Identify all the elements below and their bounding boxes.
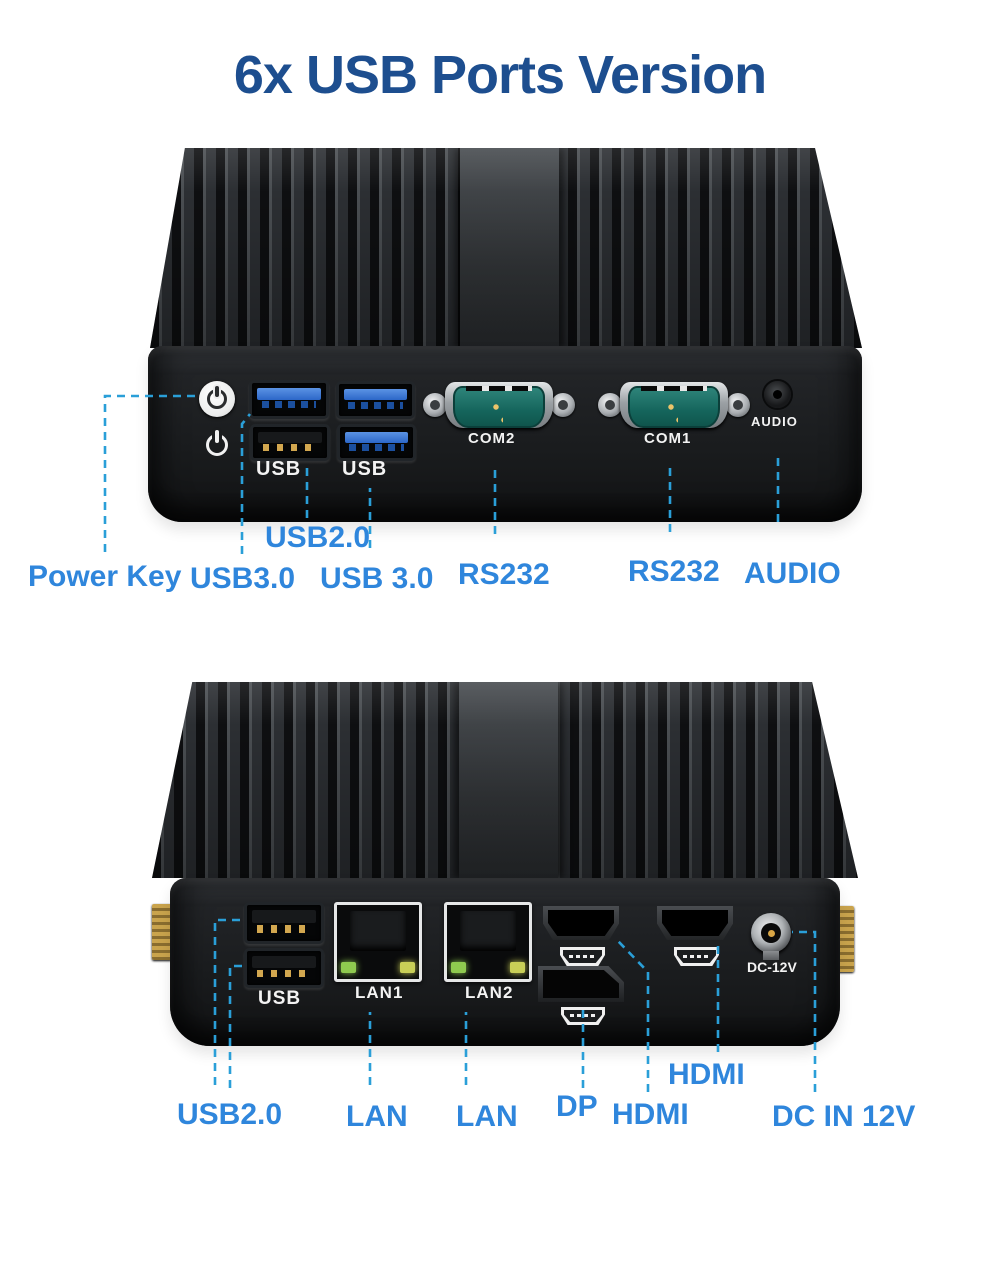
dsub-body (453, 386, 545, 428)
dc-jack-stem (763, 951, 779, 960)
power-button (199, 381, 235, 417)
com2-serial-port (423, 380, 575, 430)
screw-icon (598, 393, 622, 417)
usb2-port-front (250, 424, 330, 461)
callout-label-usb30-left: USB3.0 (190, 562, 296, 595)
callout-label-audio: AUDIO (744, 557, 841, 590)
printed-usb-right: USB (342, 458, 388, 480)
hdmi-icon (560, 947, 605, 966)
callout-label-dp: DP (556, 1090, 598, 1123)
usb-tongue (345, 431, 408, 443)
heatsink-center-bar (459, 148, 560, 348)
dsub-body (628, 386, 720, 428)
printed-lan1: LAN1 (355, 983, 404, 1002)
printed-com1: COM1 (644, 430, 692, 447)
screw-icon (551, 393, 575, 417)
pin-row (501, 417, 503, 423)
page-title: 6x USB Ports Version (233, 45, 767, 105)
callout-label-power-key: Power Key (28, 560, 182, 593)
usb3-port-front-3 (337, 424, 416, 461)
usb-pins (348, 401, 403, 409)
heatsink-top (150, 148, 862, 348)
callout-label-lan1: LAN (346, 1100, 408, 1133)
hdmi-port-1 (543, 906, 619, 940)
rj45-plug (350, 910, 406, 951)
audio-jack (764, 381, 791, 408)
printed-com2: COM2 (468, 430, 516, 447)
power-symbol-icon (201, 429, 233, 461)
callout-label-rs232-left: RS232 (458, 558, 550, 591)
usb-tongue (252, 910, 316, 924)
printed-dc-12v: DC-12V (747, 959, 797, 975)
lan-led-green (341, 962, 357, 974)
printed-audio: AUDIO (751, 414, 798, 429)
usb-pins (261, 401, 317, 409)
screw-icon (423, 393, 447, 417)
lan1-port (334, 902, 422, 982)
pin-row (676, 417, 678, 423)
printed-usb-left: USB (256, 458, 302, 480)
lan-led-yellow (509, 962, 525, 974)
printed-usb-rear: USB (258, 988, 302, 1009)
screw-icon (726, 393, 750, 417)
usb2-port-rear-2 (244, 948, 324, 988)
dp-inner (543, 970, 619, 998)
usb-pins (349, 444, 404, 451)
hdmi-inner (662, 910, 728, 936)
usb2-port-rear-1 (244, 902, 324, 944)
heatsink-shading (152, 682, 858, 878)
pin-row (668, 404, 682, 410)
heatsink-center-bar (459, 682, 558, 878)
usb-tongue (252, 956, 316, 969)
usb-pins (256, 924, 312, 933)
lan-led-green (451, 962, 467, 974)
usb3-port-front-1 (249, 380, 329, 419)
callout-label-usb20-front: USB2.0 (265, 521, 371, 554)
usb-tongue (257, 387, 321, 400)
heatsink-bottom (152, 682, 858, 878)
lan2-port (444, 902, 532, 982)
printed-lan2: LAN2 (465, 983, 514, 1002)
callout-label-lan2: LAN (456, 1100, 518, 1133)
usb-tongue (344, 388, 407, 401)
usb-pins (256, 969, 312, 978)
callout-label-rs232-right: RS232 (628, 555, 720, 588)
callout-label-hdmi-top: HDMI (668, 1058, 745, 1091)
usb-tongue (258, 431, 322, 443)
pin-row (493, 404, 507, 410)
rj45-plug (460, 910, 516, 951)
hdmi-inner (548, 910, 614, 936)
lan-led-yellow (399, 962, 415, 974)
dsub-notch (465, 386, 533, 391)
callout-label-usb30-right: USB 3.0 (320, 562, 434, 595)
callout-label-usb20-rear: USB2.0 (177, 1098, 283, 1131)
hdmi-port-2 (657, 906, 733, 940)
com1-serial-port (598, 380, 750, 430)
usb3-port-front-2 (336, 381, 415, 419)
callout-label-hdmi-bottom: HDMI (612, 1098, 689, 1131)
usb-pins (262, 444, 318, 451)
callout-label-dc-in: DC IN 12V (772, 1100, 916, 1133)
hdmi-icon (674, 947, 719, 966)
displayport-port (538, 966, 624, 1002)
antenna-connector-left (152, 904, 172, 960)
dsub-notch (640, 386, 708, 391)
dc-power-jack (751, 913, 791, 953)
heatsink-shading (150, 148, 862, 348)
